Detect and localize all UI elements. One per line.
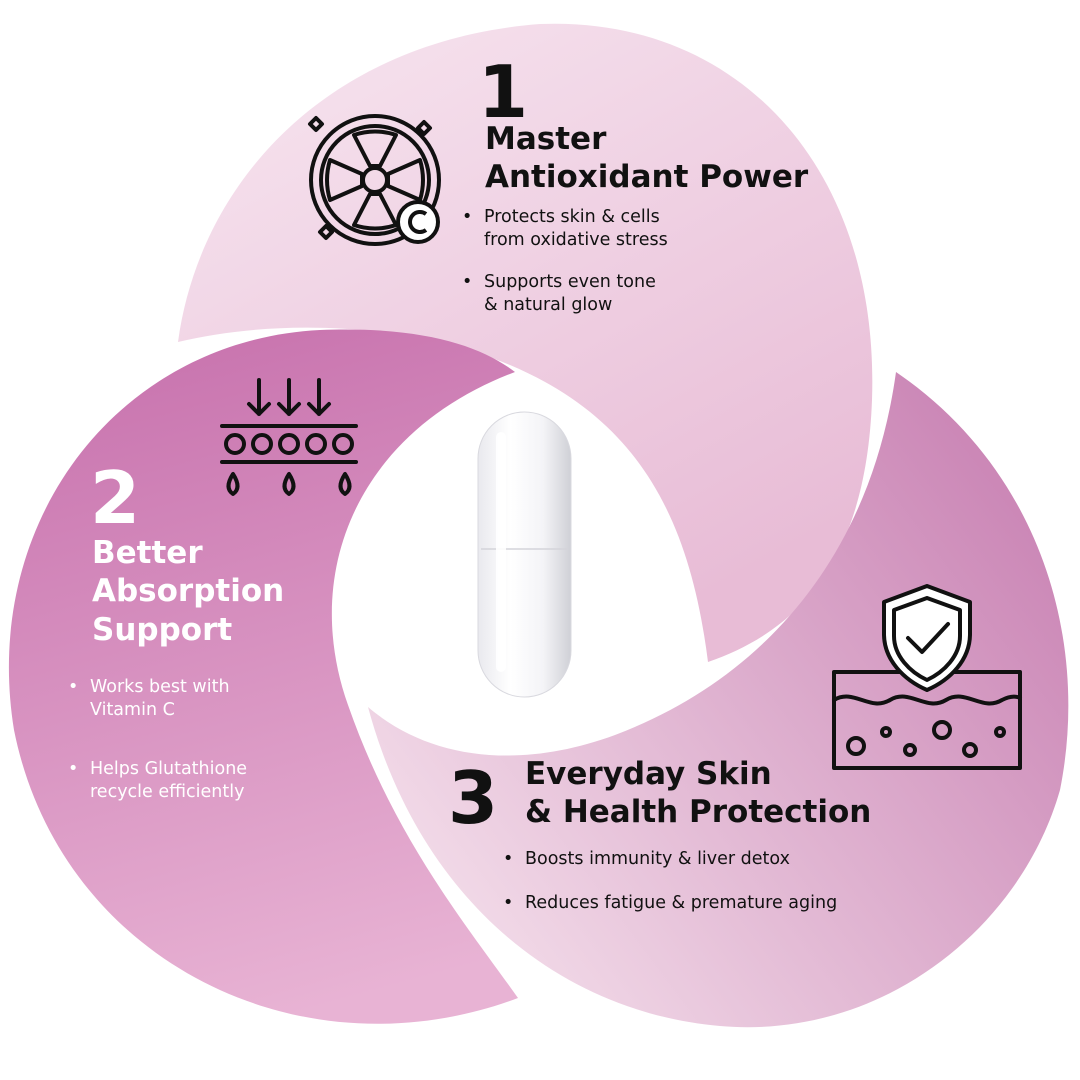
- petal-one: [178, 23, 873, 663]
- bullet-line: Boosts immunity & liver detox: [525, 849, 790, 869]
- heading-line: Everyday Skin: [525, 756, 772, 792]
- section-3-bullet-2: Reduces fatigue & premature aging: [503, 892, 837, 915]
- bullet-line: Supports even tone: [484, 272, 656, 292]
- heading-line: Support: [92, 611, 233, 648]
- heading-line: Better: [92, 535, 203, 571]
- capsule-icon: [477, 411, 572, 698]
- heading-line: & Health Protection: [525, 794, 872, 831]
- section-3-heading: Everyday Skin & Health Protection: [525, 755, 871, 832]
- section-3-number: 3: [448, 756, 498, 840]
- bullet-line: from oxidative stress: [484, 229, 668, 250]
- bullet-line: Helps Glutathione: [90, 759, 248, 779]
- bullet-line: & natural glow: [484, 294, 613, 315]
- bullet-line: Protects skin & cells: [484, 207, 660, 227]
- bullet-line: Vitamin C: [90, 699, 175, 720]
- section-1-heading: Master Antioxidant Power: [485, 120, 808, 197]
- section-2-bullet-1: Works best with Vitamin C: [68, 676, 230, 722]
- section-2-bullet-2: Helps Glutathione recycle efficiently: [68, 758, 247, 804]
- vitamin-c-orange-slice-icon: [308, 114, 441, 246]
- section-2-number: 2: [90, 456, 140, 540]
- heading-line: Master: [485, 121, 607, 157]
- skin-absorption-layer-icon: [220, 378, 358, 496]
- skin-shield-check-icon: [832, 584, 1022, 770]
- section-1-bullet-1: Protects skin & cells from oxidative str…: [462, 206, 668, 252]
- section-1-bullet-2: Supports even tone & natural glow: [462, 271, 656, 317]
- bullet-line: recycle efficiently: [90, 781, 245, 802]
- heading-line: Antioxidant Power: [485, 159, 809, 196]
- section-3-bullet-1: Boosts immunity & liver detox: [503, 848, 790, 871]
- petal-two: [8, 329, 519, 1024]
- section-2-heading: Better Absorption Support: [92, 534, 284, 649]
- section-1-number: 1: [478, 50, 528, 134]
- heading-line: Absorption: [92, 573, 285, 610]
- bullet-line: Reduces fatigue & premature aging: [525, 893, 838, 913]
- bullet-line: Works best with: [90, 677, 230, 697]
